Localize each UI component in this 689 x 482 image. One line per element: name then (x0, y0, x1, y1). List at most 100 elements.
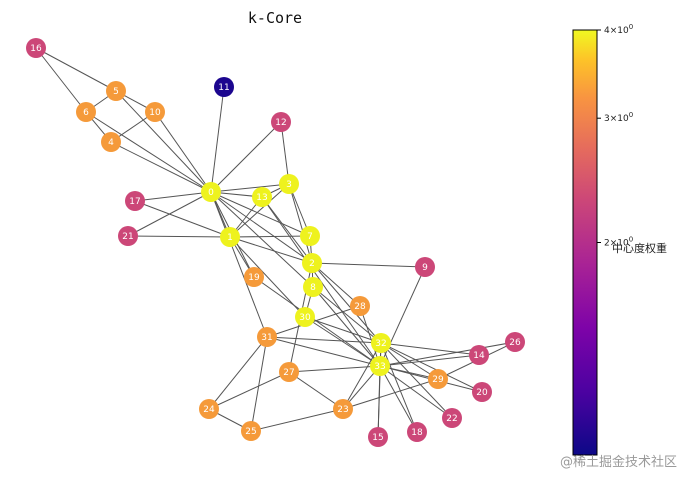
edge-22-32 (380, 342, 453, 419)
node-circle-29 (428, 369, 448, 389)
node-label-19: 19 (248, 273, 260, 283)
node-8: 8 (303, 277, 323, 297)
node-label-29: 29 (432, 375, 444, 385)
node-label-28: 28 (354, 302, 366, 312)
node-label-14: 14 (473, 351, 485, 361)
edge-30-33 (304, 316, 381, 367)
edge-28-33 (359, 305, 381, 367)
node-11: 11 (214, 77, 234, 97)
node-6: 6 (76, 102, 96, 122)
node-circle-0 (201, 182, 221, 202)
node-28: 28 (350, 296, 370, 316)
node-label-9: 9 (422, 263, 428, 273)
edge-14-33 (379, 354, 480, 367)
node-label-22: 22 (446, 414, 457, 424)
node-16: 16 (26, 38, 46, 58)
edge-6-16 (35, 47, 87, 113)
edge-0-3 (210, 183, 290, 193)
edge-5-16 (35, 47, 117, 92)
node-26: 26 (505, 332, 525, 352)
node-7: 7 (300, 226, 320, 246)
edge-1-17 (134, 200, 231, 238)
node-label-11: 11 (218, 83, 229, 93)
node-circle-1 (220, 227, 240, 247)
node-17: 17 (125, 191, 145, 211)
node-circle-26 (505, 332, 525, 352)
edge-0-4 (110, 141, 212, 193)
colorbar-gradient (572, 29, 598, 456)
node-circle-14 (469, 345, 489, 365)
node-circle-11 (214, 77, 234, 97)
node-label-4: 4 (108, 138, 114, 148)
edge-1-3 (229, 183, 290, 238)
node-label-26: 26 (509, 338, 521, 348)
node-label-21: 21 (122, 232, 133, 242)
node-label-8: 8 (310, 283, 316, 293)
edge-31-33 (266, 336, 381, 367)
colorbar-tick-label-2: 2×100 (604, 236, 633, 249)
node-30: 30 (295, 307, 315, 327)
edge-23-25 (250, 408, 344, 432)
edge-29-32 (380, 342, 439, 380)
edge-1-2 (229, 236, 313, 264)
edge-8-33 (312, 286, 381, 367)
node-circle-10 (145, 102, 165, 122)
node-circle-21 (118, 226, 138, 246)
node-label-10: 10 (149, 108, 161, 118)
node-label-33: 33 (374, 362, 385, 372)
edge-0-2 (210, 191, 313, 264)
edge-0-17 (134, 191, 212, 202)
node-label-23: 23 (337, 405, 348, 415)
node-label-7: 7 (307, 232, 313, 242)
node-circle-24 (199, 399, 219, 419)
node-circle-13 (252, 187, 272, 207)
edge-0-31 (210, 191, 268, 338)
nodes-layer: 0123456789101112131415161718192021222324… (26, 38, 525, 447)
edge-24-31 (208, 336, 268, 410)
node-circle-33 (370, 356, 390, 376)
edge-27-33 (288, 365, 381, 373)
node-label-13: 13 (256, 193, 267, 203)
edge-1-21 (127, 235, 231, 238)
node-circle-9 (415, 257, 435, 277)
edge-31-32 (266, 336, 382, 344)
node-12: 12 (271, 112, 291, 132)
node-4: 4 (101, 132, 121, 152)
node-circle-27 (279, 362, 299, 382)
node-18: 18 (407, 422, 427, 442)
node-5: 5 (106, 81, 126, 101)
node-label-6: 6 (83, 108, 89, 118)
node-label-18: 18 (411, 428, 423, 438)
node-label-17: 17 (129, 197, 140, 207)
edge-30-32 (304, 316, 382, 344)
node-circle-8 (303, 277, 323, 297)
node-32: 32 (371, 333, 391, 353)
edge-24-27 (208, 371, 290, 410)
edge-2-9 (311, 262, 426, 268)
node-label-30: 30 (299, 313, 311, 323)
edge-2-3 (288, 183, 313, 264)
edge-0-12 (210, 121, 282, 193)
edge-15-33 (377, 365, 381, 438)
edge-2-13 (261, 196, 313, 264)
node-29: 29 (428, 369, 448, 389)
node-19: 19 (244, 267, 264, 287)
edge-25-31 (250, 336, 268, 432)
node-label-20: 20 (476, 388, 488, 398)
node-25: 25 (241, 421, 261, 441)
edge-0-11 (210, 86, 225, 193)
node-circle-18 (407, 422, 427, 442)
colorbar-label: 中心度权重 (612, 241, 667, 255)
node-circle-22 (442, 408, 462, 428)
node-circle-6 (76, 102, 96, 122)
edge-14-32 (380, 342, 480, 356)
edge-23-27 (288, 371, 344, 410)
node-circle-2 (302, 253, 322, 273)
node-24: 24 (199, 399, 219, 419)
edge-22-33 (379, 365, 453, 419)
edge-18-33 (379, 365, 418, 433)
node-circle-15 (368, 427, 388, 447)
edge-23-29 (342, 378, 439, 410)
edge-18-32 (380, 342, 418, 433)
